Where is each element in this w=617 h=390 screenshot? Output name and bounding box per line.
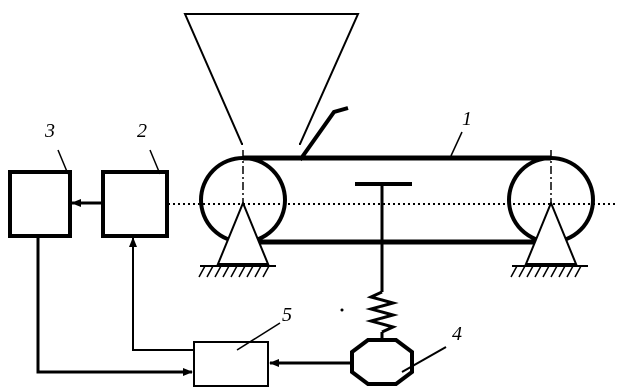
label-3-leader [57, 149, 69, 175]
block-5 [193, 341, 269, 387]
label-4: 4 [452, 323, 462, 345]
left-support-hatch [198, 265, 270, 278]
label-1-leader [449, 131, 463, 159]
feed-gate [298, 106, 349, 162]
block-2 [101, 170, 169, 238]
spring [365, 290, 399, 334]
label-2: 2 [137, 120, 147, 142]
label-5-leader [236, 322, 281, 351]
label-2-leader [149, 149, 161, 175]
sensor-4 [350, 338, 414, 386]
dot-mark [340, 308, 344, 312]
label-1: 1 [462, 108, 472, 130]
line-5-to-2 [129, 237, 194, 351]
right-support-hatch [510, 265, 582, 278]
label-3: 3 [44, 120, 55, 142]
label-5: 5 [282, 304, 292, 326]
label-4-leader [401, 346, 447, 373]
left-support [216, 200, 270, 265]
line-3-to-5 [36, 236, 193, 376]
right-support [524, 200, 578, 265]
hopper [183, 13, 360, 145]
block-3 [8, 170, 72, 238]
